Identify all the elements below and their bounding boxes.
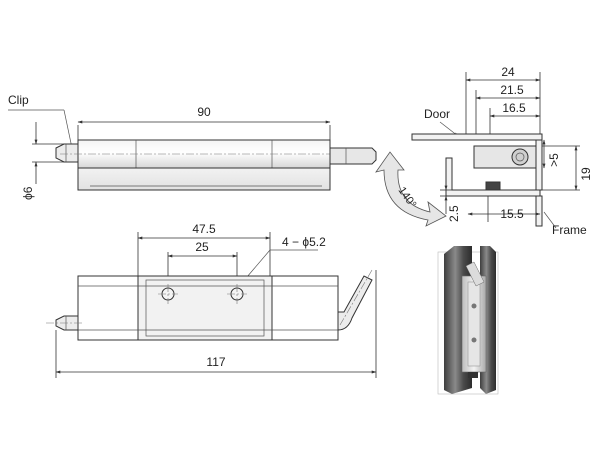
hinge-leaf-front (137, 275, 273, 341)
frame-flange (535, 195, 543, 227)
render-clip (468, 372, 478, 378)
door-label: Door (424, 107, 450, 121)
top-view: Clip 90 ϕ6 (8, 93, 378, 200)
door-bracket-vertical (535, 139, 543, 191)
product-render (437, 246, 499, 395)
hinge-section-pin-inner (515, 152, 525, 162)
rotation-arrow (375, 151, 447, 227)
hinge-section-clip (485, 181, 501, 191)
render-hinge-rod (465, 261, 485, 287)
dim-21-5-text: 21.5 (500, 83, 524, 97)
render-screw-1 (471, 303, 477, 309)
door-panel (411, 133, 543, 141)
dim-117-text: 117 (206, 355, 225, 369)
section-view: 24 21.5 16.5 Door 19 >5 2.5 (375, 65, 593, 237)
render-hinge-barrel (467, 281, 481, 367)
frame-leader (543, 211, 557, 229)
hinge-section-pin (511, 148, 529, 166)
dim-2-5-text: 2.5 (447, 205, 461, 222)
bent-rod (337, 275, 373, 331)
render-screw-2 (471, 337, 477, 343)
clip-pin (55, 143, 79, 163)
holes-label: 4 − ϕ5.2 (282, 235, 326, 249)
clip-label: Clip (8, 93, 29, 107)
dim-47-5-text: 47.5 (192, 222, 216, 236)
front-view: 47.5 25 4 − ϕ5.2 117 (46, 222, 377, 378)
clip-leader-arrow (63, 109, 73, 149)
dim-15-5-text: 15.5 (500, 207, 524, 221)
hinge-plate-top-view (77, 167, 331, 191)
dim-16-5-text: 16.5 (502, 101, 526, 115)
leaf-recess (145, 279, 265, 337)
bent-rod-center-line (339, 269, 373, 326)
frame-label: Frame (552, 223, 587, 237)
dim-90-text: 90 (197, 105, 211, 119)
dim-5-text: >5 (547, 153, 561, 167)
dim-24-text: 24 (501, 65, 515, 79)
dim-d6-text: ϕ6 (21, 186, 35, 200)
dim-25-text: 25 (195, 240, 209, 254)
dim-19-text: 19 (579, 167, 593, 181)
hinge-rod-end (329, 147, 377, 165)
